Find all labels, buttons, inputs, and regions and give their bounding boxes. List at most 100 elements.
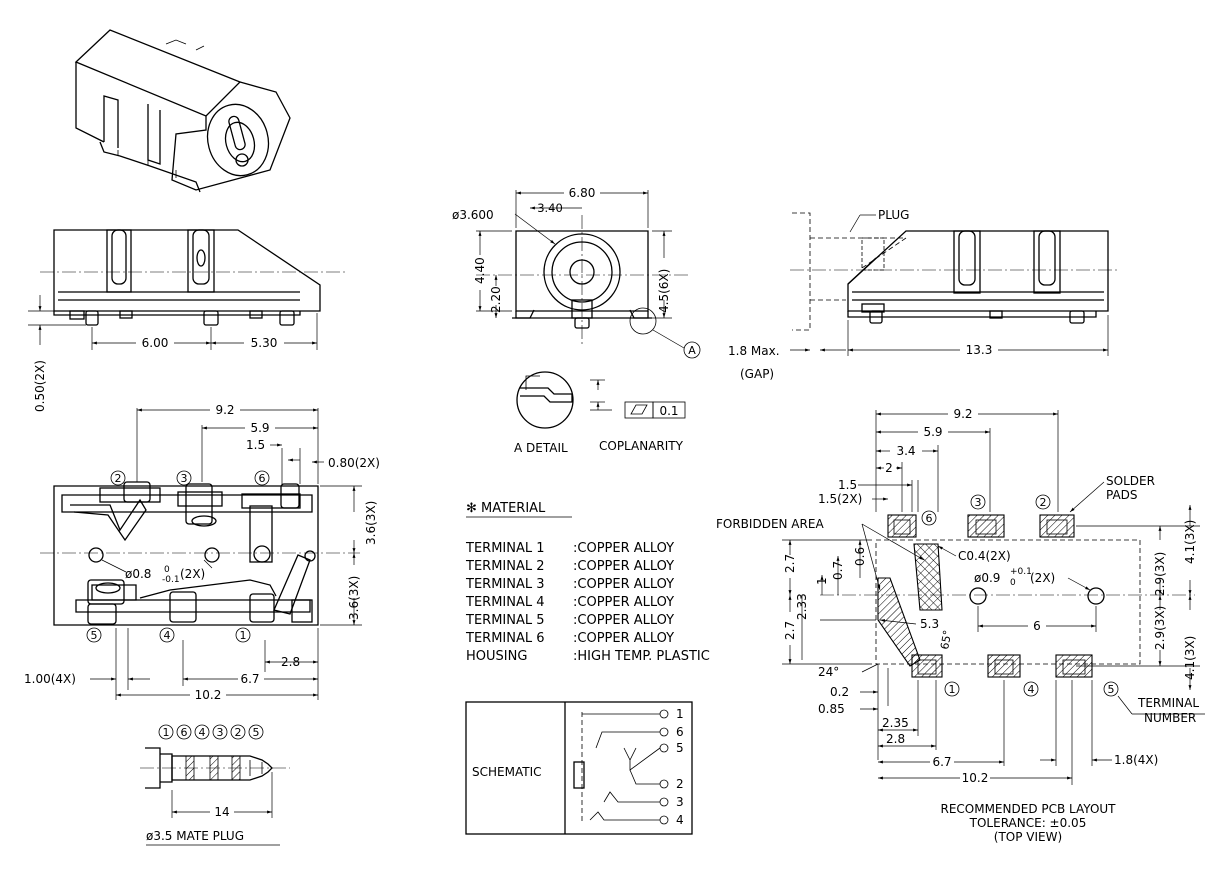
- material-row-value: :COPPER ALLOY: [573, 631, 674, 646]
- dim-top-0-80: 0.80(2X): [328, 456, 380, 470]
- dim-top-1-00: 1.00(4X): [24, 672, 76, 686]
- dim-top-5-9: 5.9: [250, 421, 269, 435]
- dim-4-5-6x: 4.5(6X): [657, 269, 671, 313]
- dim-1-8-max: 1.8 Max.: [728, 344, 780, 358]
- plug-pin-1: 1: [163, 726, 170, 739]
- dim-top-1-5: 1.5: [246, 438, 265, 452]
- dim-top-3-6b: 3.6(3X): [347, 576, 361, 620]
- dim-5-30: 5.30: [251, 336, 278, 350]
- pcb-terminal-3: 3: [975, 496, 982, 509]
- coplanarity-label: COPLANARITY: [599, 439, 684, 453]
- material-row-value: :HIGH TEMP. PLASTIC: [573, 649, 710, 664]
- dim-diameter-3-600: ø3.600: [452, 208, 494, 222]
- material-row-value: :COPPER ALLOY: [573, 613, 674, 628]
- material-row-value: :COPPER ALLOY: [573, 577, 674, 592]
- dim-top-3-6a: 3.6(3X): [364, 501, 378, 545]
- pcb-terminal-6: 6: [926, 512, 933, 525]
- pcb-dim-0-7: 0.7: [831, 561, 845, 580]
- pcb-caption-2: TOLERANCE: ±0.05: [969, 816, 1087, 830]
- material-row-value: :COPPER ALLOY: [573, 595, 674, 610]
- pcb-dim-2-8: 2.8: [886, 732, 905, 746]
- plug-pin-6: 6: [181, 726, 188, 739]
- pcb-dim-2-33: 2.33: [795, 593, 809, 620]
- material-row-name: HOUSING: [466, 649, 527, 664]
- pcb-dim-1: 1: [815, 577, 829, 585]
- dim-hole-count: (2X): [180, 567, 205, 581]
- dim-gap-0-50: 0.50(2X): [33, 360, 47, 412]
- material-row-name: TERMINAL 1: [465, 541, 545, 556]
- dim-6-80: 6.80: [569, 186, 596, 200]
- material-title: ✻ MATERIAL: [466, 501, 546, 516]
- pcb-dim-5-3: 5.3: [920, 617, 939, 631]
- dim-plug-14: 14: [214, 805, 229, 819]
- pcb-dim-0-85: 0.85: [818, 702, 845, 716]
- material-row-name: TERMINAL 3: [465, 577, 545, 592]
- gap-label: (GAP): [740, 367, 774, 381]
- dim-13-3: 13.3: [966, 343, 993, 357]
- detail-a-callout: A: [688, 344, 696, 357]
- schematic-pin-6: 6: [676, 725, 684, 739]
- terminal-4-label: 4: [164, 629, 171, 642]
- pcb-dim-1-5-2x: 1.5(2X): [818, 492, 862, 506]
- pcb-dim-2-9b: 2.9(3X): [1153, 606, 1167, 650]
- terminal-6-label: 6: [259, 472, 266, 485]
- pcb-dim-5-9: 5.9: [923, 425, 942, 439]
- plug-pin-3: 3: [217, 726, 224, 739]
- terminal-number-label-1: TERMINAL: [1137, 696, 1199, 710]
- pcb-dim-2-35: 2.35: [882, 716, 909, 730]
- pcb-dim-6-7: 6.7: [932, 755, 951, 769]
- schematic-pin-2: 2: [676, 777, 684, 791]
- pcb-caption-1: RECOMMENDED PCB LAYOUT: [940, 802, 1116, 816]
- schematic-pin-3: 3: [676, 795, 684, 809]
- dim-hole-0-8: ø0.8: [125, 567, 151, 581]
- pcb-hole-sup: +0.1: [1010, 567, 1032, 577]
- dim-6-00: 6.00: [142, 336, 169, 350]
- dim-4-40: 4.40: [473, 257, 487, 284]
- schematic-pin-5: 5: [676, 741, 684, 755]
- pcb-dim-3-4: 3.4: [896, 444, 915, 458]
- terminal-1-label: 1: [240, 629, 247, 642]
- pcb-layout: 6 3 2 1 4 5 9.2 5.9 3.4 2 1.5 1.5(2X) SO…: [716, 407, 1205, 844]
- pcb-dim-24-deg: 24°: [818, 665, 839, 679]
- pcb-dim-4-1b: 4.1(3X): [1183, 636, 1197, 680]
- pcb-terminal-5: 5: [1108, 683, 1115, 696]
- side-view: 6.00 5.30 0.50(2X): [28, 229, 345, 412]
- plug-pin-5: 5: [253, 726, 260, 739]
- pcb-dim-2: 2: [885, 461, 893, 475]
- detail-a: 0.1 A DETAIL COPLANARITY: [514, 371, 686, 455]
- plug-pin-4: 4: [199, 726, 206, 739]
- material-row-value: :COPPER ALLOY: [573, 541, 674, 556]
- pcb-hole-dia: ø0.9: [974, 571, 1000, 585]
- solder-label: SOLDER: [1106, 474, 1155, 488]
- terminal-3-label: 3: [181, 472, 188, 485]
- dim-top-10-2: 10.2: [195, 688, 222, 702]
- dim-top-9-2: 9.2: [215, 403, 234, 417]
- material-row-name: TERMINAL 6: [465, 631, 545, 646]
- pcb-dim-6: 6: [1033, 619, 1041, 633]
- plug-label: PLUG: [878, 208, 909, 222]
- material-table: ✻ MATERIAL TERMINAL 1 :COPPER ALLOY TERM…: [465, 501, 710, 664]
- pcb-caption-3: (TOP VIEW): [994, 830, 1062, 844]
- pcb-dim-2-9a: 2.9(3X): [1153, 552, 1167, 596]
- material-row-name: TERMINAL 4: [465, 595, 545, 610]
- pcb-dim-0-6: 0.6: [853, 547, 867, 566]
- dim-3-40: 3.40: [537, 201, 563, 215]
- schematic-pin-1: 1: [676, 707, 684, 721]
- coplanarity-value: 0.1: [659, 404, 678, 418]
- material-row-name: TERMINAL 2: [465, 559, 545, 574]
- dim-hole-sup: 0: [164, 565, 170, 575]
- pcb-dim-4-1a: 4.1(3X): [1183, 520, 1197, 564]
- pcb-dim-9-2: 9.2: [953, 407, 972, 421]
- dim-2-20: 2.20: [489, 286, 503, 313]
- pcb-terminal-1: 1: [949, 683, 956, 696]
- dim-top-6-7: 6.7: [240, 672, 259, 686]
- schematic-pin-4: 4: [676, 813, 684, 827]
- pcb-dim-10-2: 10.2: [962, 771, 989, 785]
- pcb-dim-2-7a: 2.7: [783, 554, 797, 573]
- pcb-hole-sub: 0: [1010, 578, 1016, 588]
- right-side-view: PLUG 13.3 1.8 Max. (GAP): [728, 208, 1120, 381]
- front-view: 6.80 3.40 ø3.600 4.40 2.20 4.5(6X) A: [452, 186, 701, 359]
- pcb-hole-count: (2X): [1030, 571, 1055, 585]
- mate-plug-title: ø3.5 MATE PLUG: [146, 829, 244, 843]
- pcb-dim-65-deg: 65°: [938, 629, 954, 650]
